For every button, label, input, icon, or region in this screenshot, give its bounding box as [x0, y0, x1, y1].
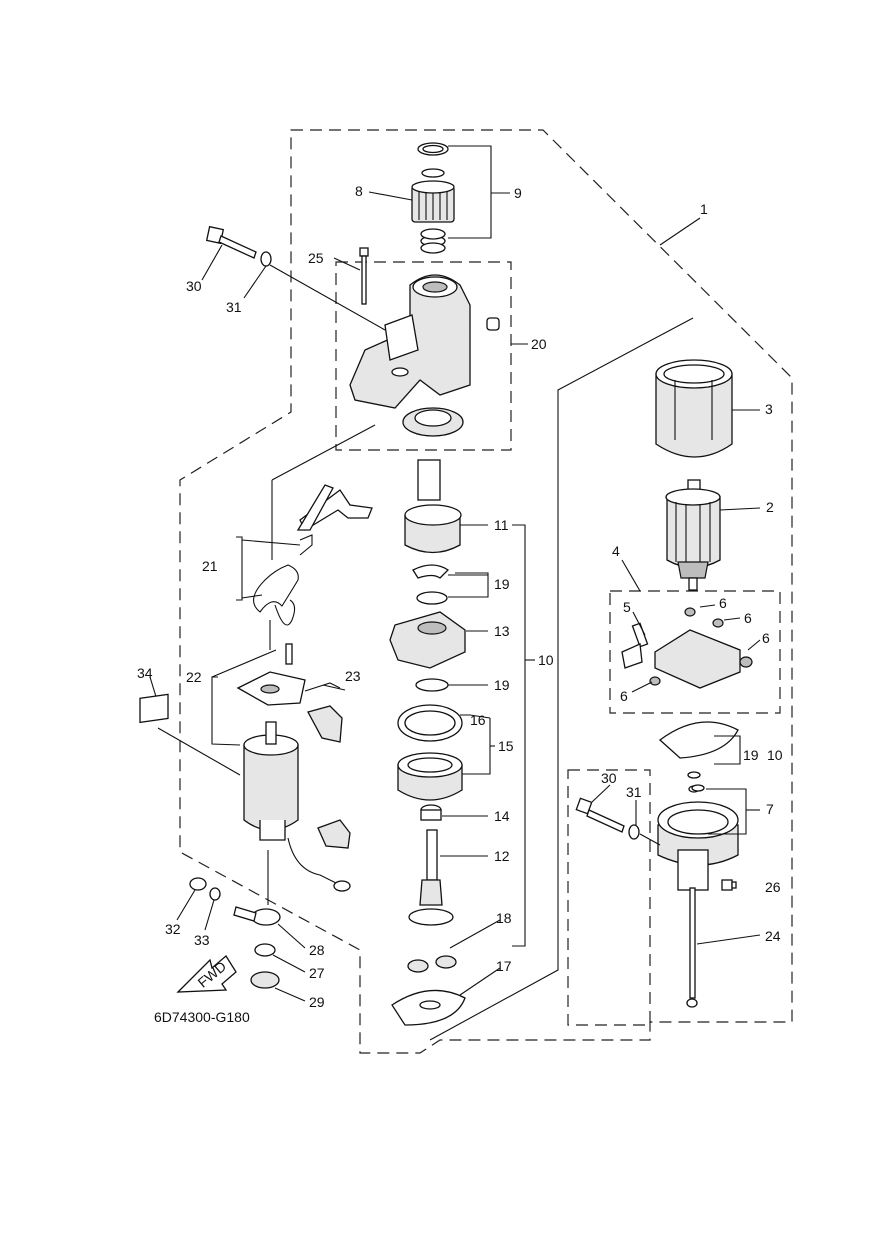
housing-group-outline [335, 261, 512, 451]
label-6d: 6 [620, 688, 628, 704]
label-29: 29 [309, 994, 325, 1010]
label-24: 24 [765, 928, 781, 944]
label-30b: 30 [601, 770, 617, 786]
assembly-outline [179, 129, 793, 1054]
rear-cover [657, 721, 739, 891]
drive-stack [389, 459, 466, 1026]
label-15: 15 [498, 738, 514, 754]
label-4: 4 [612, 543, 620, 559]
bolt-30-top [205, 225, 272, 267]
label-31b: 31 [626, 784, 642, 800]
label-28: 28 [309, 942, 325, 958]
label-6b: 6 [744, 610, 752, 626]
solenoid [236, 643, 351, 892]
label-20: 20 [531, 336, 547, 352]
part-labels: 1 2 3 4 5 6 6 6 6 7 8 9 10 10 11 12 13 1… [137, 183, 783, 1010]
bolt-30-rear [575, 797, 640, 840]
label-19b: 19 [494, 677, 510, 693]
label-27: 27 [309, 965, 325, 981]
label-16: 16 [470, 712, 486, 728]
label-33: 33 [194, 932, 210, 948]
label-26: 26 [765, 879, 781, 895]
yoke [655, 359, 733, 458]
label-10b: 10 [767, 747, 783, 763]
rear-cover-group-outline [567, 769, 651, 1026]
label-22: 22 [186, 669, 202, 685]
bolt-25 [359, 247, 369, 305]
label-34: 34 [137, 665, 153, 681]
label-21: 21 [202, 558, 218, 574]
label-11: 11 [494, 517, 509, 533]
diagram-code: 6D74300-G180 [154, 1009, 250, 1025]
label-17: 17 [496, 958, 512, 974]
screw-26 [721, 879, 737, 891]
label-30a: 30 [186, 278, 202, 294]
label-1: 1 [700, 201, 708, 217]
label-25: 25 [308, 250, 324, 266]
through-bolt-24 [686, 887, 698, 1008]
label-3: 3 [765, 401, 773, 417]
label-5: 5 [623, 599, 631, 615]
label-9: 9 [514, 185, 522, 201]
label-12: 12 [494, 848, 510, 864]
label-34-sticker [139, 693, 169, 724]
label-31a: 31 [226, 299, 242, 315]
shift-lever [296, 484, 373, 531]
brush-holder [621, 607, 753, 689]
fwd-arrow-icon [176, 955, 237, 993]
terminal-parts [189, 877, 281, 989]
label-7: 7 [766, 801, 774, 817]
pinion-parts [411, 142, 455, 254]
front-housing [349, 274, 500, 437]
label-6a: 6 [719, 595, 727, 611]
label-2: 2 [766, 499, 774, 515]
motor-group-outline [429, 317, 694, 1041]
brush-holder-group-outline [609, 590, 781, 714]
label-18: 18 [496, 910, 512, 926]
label-13: 13 [494, 623, 510, 639]
label-23: 23 [345, 668, 361, 684]
armature [665, 479, 721, 591]
label-8: 8 [355, 183, 363, 199]
label-19a: 19 [494, 576, 510, 592]
label-6c: 6 [762, 630, 770, 646]
label-32: 32 [165, 921, 181, 937]
label-19c: 19 [743, 747, 759, 763]
label-10a: 10 [538, 652, 554, 668]
label-14: 14 [494, 808, 510, 824]
